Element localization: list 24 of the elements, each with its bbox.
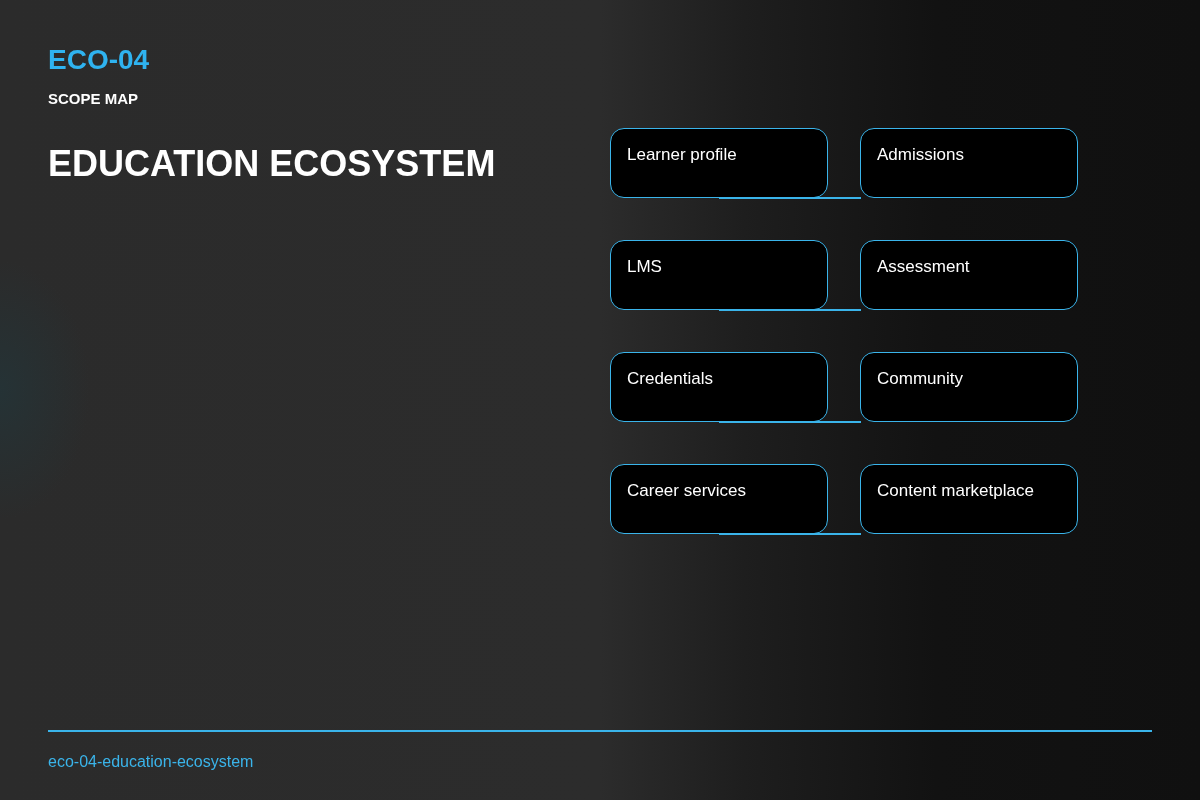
component-label: Community xyxy=(877,369,963,389)
component-box xyxy=(860,352,1078,422)
component-box xyxy=(860,240,1078,310)
component-box xyxy=(610,464,828,534)
component-label: Credentials xyxy=(627,369,713,389)
component-box xyxy=(610,240,828,310)
connector-line xyxy=(718,532,861,535)
component-label: Content marketplace xyxy=(877,481,1034,501)
component-label: LMS xyxy=(627,257,662,277)
connector-line xyxy=(718,308,861,311)
component-label: Admissions xyxy=(877,145,964,165)
connector-line xyxy=(718,420,861,423)
subtitle: SCOPE MAP xyxy=(48,90,138,107)
diagram-title: EDUCATION ECOSYSTEM xyxy=(48,143,496,185)
component-label: Assessment xyxy=(877,257,970,277)
component-box xyxy=(610,352,828,422)
component-box xyxy=(610,128,828,198)
component-label: Career services xyxy=(627,481,747,501)
component-box xyxy=(860,464,1078,534)
component-label: Learner profile xyxy=(627,145,737,165)
component-box xyxy=(860,128,1078,198)
footer-slug: eco-04-education-ecosystem xyxy=(48,753,254,771)
diagram-code: ECO-04 xyxy=(48,44,150,76)
connector-line xyxy=(718,196,861,199)
